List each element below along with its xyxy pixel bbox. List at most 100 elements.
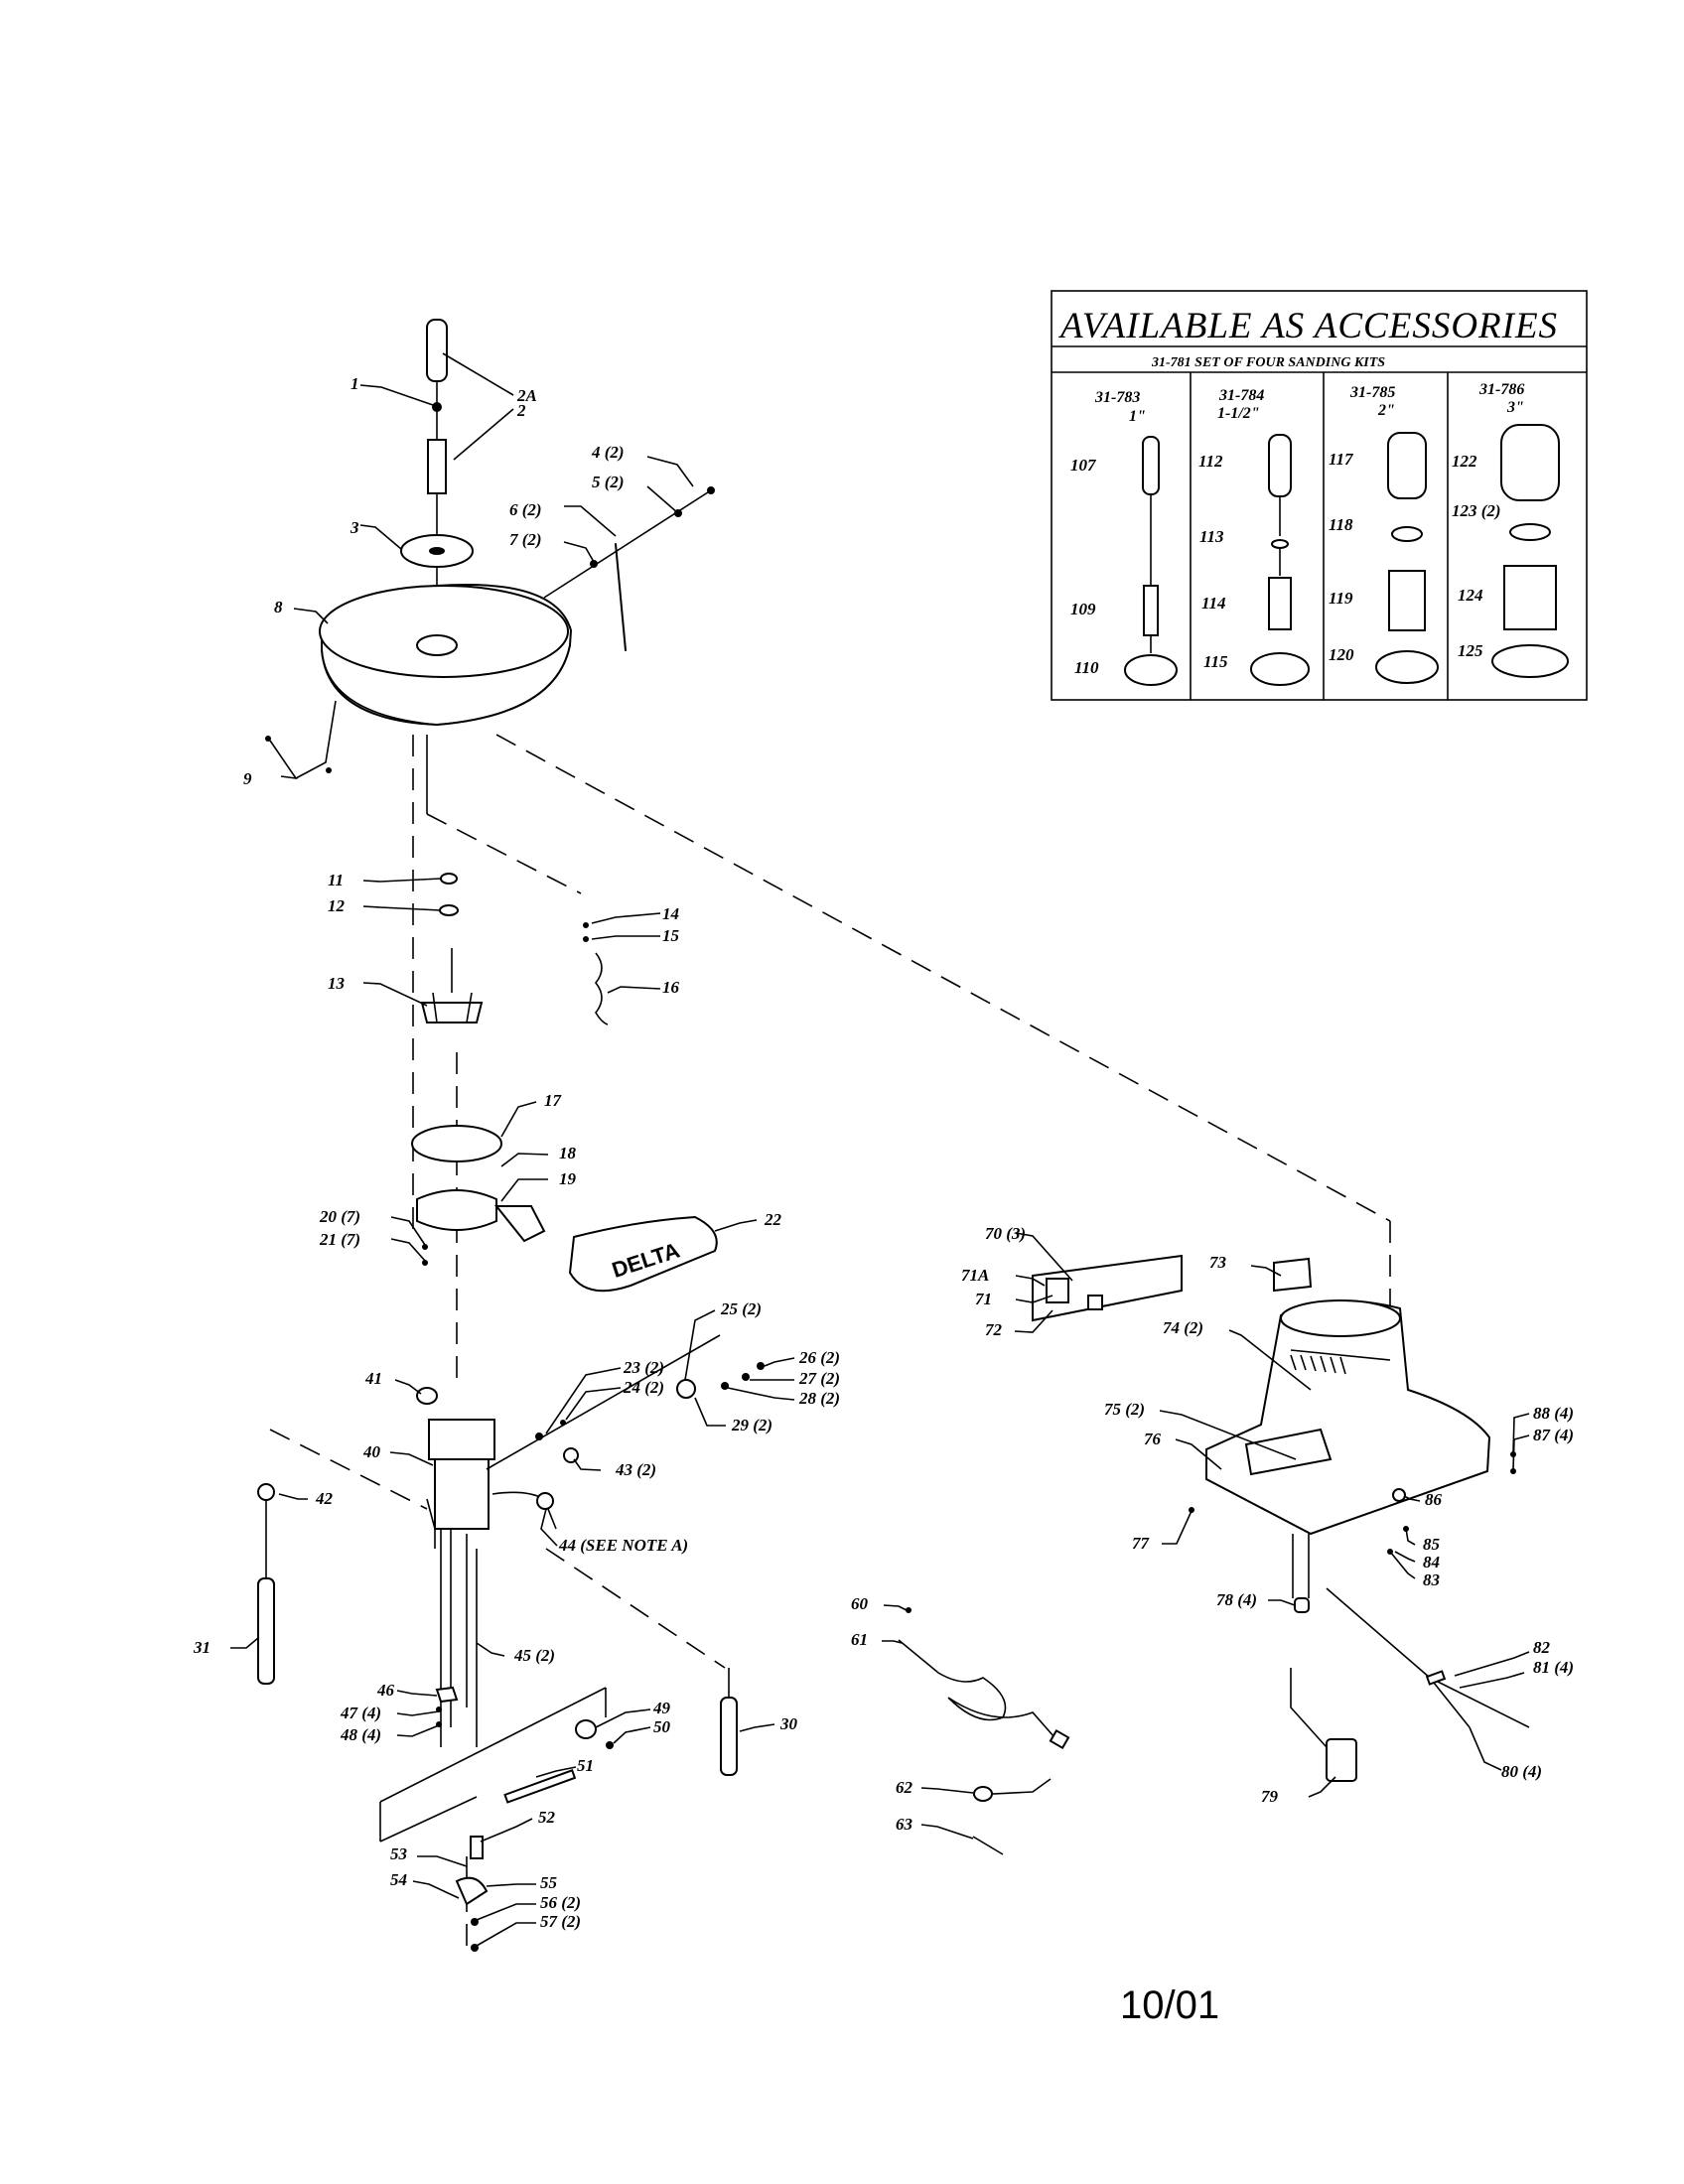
part-label-p8: 8: [274, 598, 283, 616]
part-label-p14: 14: [662, 904, 679, 923]
part-label-1: 123 (2): [1452, 501, 1501, 520]
table-assembly: 1 2A 2 3 4 (2) 5 (2) 6 (2) 7 (2) 8 9: [243, 319, 715, 788]
part-label-1: 113: [1199, 527, 1224, 546]
nut-29: [676, 1379, 696, 1399]
spindle-114: [1268, 577, 1292, 630]
part-label-p49: 49: [652, 1699, 671, 1717]
part-label-p28: 28 (2): [798, 1389, 840, 1408]
cap-41: [416, 1387, 438, 1405]
part-label-p60: 60: [851, 1594, 869, 1613]
part-label-p77: 77: [1132, 1534, 1151, 1553]
label-plate-22: [568, 1215, 718, 1293]
part-label-3: 115: [1203, 652, 1228, 671]
part-label-p2: 2: [516, 401, 526, 420]
part-label-3: 120: [1329, 645, 1354, 664]
spring-16: [594, 952, 609, 1025]
part-label-p76: 76: [1144, 1430, 1162, 1448]
part-label-p53: 53: [390, 1844, 408, 1863]
part-label-p84: 84: [1423, 1553, 1440, 1571]
sanding-drum-112: [1268, 434, 1292, 497]
part-label-p56: 56 (2): [540, 1893, 581, 1912]
motor-top-40: [428, 1419, 495, 1460]
part-label-p57: 57 (2): [540, 1912, 581, 1931]
part-label-p74: 74 (2): [1163, 1318, 1203, 1337]
motor-assembly: 41 40 42 23 (2) 24 (2) 25 (2) 26 (2) 27 …: [193, 1299, 840, 1952]
accessories-box: AVAILABLE AS ACCESSORIES 31-781 SET OF F…: [1051, 290, 1588, 701]
nut-43: [563, 1447, 579, 1463]
fan-disc-115: [1250, 652, 1310, 686]
part-label-3: 125: [1458, 641, 1483, 660]
spring-52: [470, 1836, 484, 1859]
part-label-p50: 50: [653, 1717, 671, 1736]
part-label-p54: 54: [390, 1870, 407, 1889]
kit-size-3: 2": [1377, 402, 1395, 419]
kit-size-1: 1": [1129, 408, 1146, 425]
part-label-p4: 4 (2): [591, 443, 625, 462]
spindle-2: [427, 439, 447, 494]
part-label-0: 117: [1329, 450, 1354, 469]
sanding-drum-107: [1142, 436, 1160, 495]
part-label-p9: 9: [243, 769, 252, 788]
kit-size-4: 3": [1506, 399, 1524, 416]
part-label-2: 110: [1074, 658, 1099, 677]
part-label-p30: 30: [779, 1714, 798, 1733]
part-label-0: 107: [1070, 456, 1097, 475]
impeller-13: [420, 1002, 484, 1024]
revision-date: 10/01: [1120, 1983, 1220, 2027]
part-label-p17: 17: [544, 1091, 563, 1110]
part-label-0: 112: [1198, 452, 1223, 471]
cord-and-tools: 60 61 62 63: [851, 1594, 1070, 1855]
part-label-p47: 47 (4): [340, 1704, 381, 1722]
washer-123: [1509, 523, 1551, 541]
part-label-2: 124: [1458, 586, 1483, 605]
part-label-p18: 18: [559, 1144, 577, 1162]
accessories-subtitle: 31-781 SET OF FOUR SANDING KITS: [1151, 355, 1385, 370]
part-label-p27: 27 (2): [798, 1369, 840, 1388]
ring-125: [1491, 644, 1569, 678]
nut-86: [1392, 1488, 1406, 1502]
motor-body-40: [434, 1458, 490, 1530]
switch-plate-72: [1032, 1254, 1183, 1322]
part-label-p1: 1: [351, 374, 359, 393]
kit-model-3: 31-785: [1349, 384, 1395, 401]
part-label-p79: 79: [1261, 1787, 1279, 1806]
part-label-p72: 72: [985, 1320, 1003, 1339]
part-label-p88: 88 (4): [1533, 1404, 1574, 1423]
screw-50: [606, 1741, 614, 1749]
label-73: [1273, 1257, 1313, 1293]
part-label-p15: 15: [662, 926, 680, 945]
leg-30: [720, 1697, 738, 1776]
part-label-p23: 23 (2): [623, 1358, 664, 1377]
part-label-p19: 19: [559, 1169, 577, 1188]
part-label-p46: 46: [376, 1681, 395, 1700]
power-cord-61: [898, 1639, 1055, 1738]
part-label-p70: 70 (3): [985, 1224, 1026, 1243]
part-label-p52: 52: [538, 1808, 556, 1827]
part-label-p73: 73: [1209, 1253, 1227, 1272]
part-label-p51: 51: [577, 1756, 594, 1775]
part-label-p55: 55: [540, 1873, 558, 1892]
knob-49: [575, 1719, 597, 1739]
part-label-p6: 6 (2): [509, 500, 542, 519]
bracket-82: [1425, 1670, 1447, 1686]
part-label-p78: 78 (4): [1216, 1590, 1257, 1609]
part-label-p62: 62: [896, 1778, 913, 1797]
rod-51: [503, 1769, 577, 1804]
table-link-6: [615, 543, 627, 651]
part-label-p26: 26 (2): [798, 1348, 840, 1367]
part-label-p63: 63: [896, 1815, 913, 1834]
fan-disc-120: [1375, 650, 1439, 684]
sanding-drum-117: [1387, 432, 1427, 499]
kit-size-2: 1-1/2": [1217, 405, 1260, 422]
part-label-p43: 43 (2): [615, 1460, 656, 1479]
fan-disc-110: [1124, 654, 1178, 686]
part-label-2: 119: [1329, 589, 1353, 608]
part-label-p21: 21 (7): [319, 1230, 360, 1249]
part-label-p45: 45 (2): [513, 1646, 555, 1665]
blower-assembly: DELTA 11 12 13 14 15 16 17 18 19 20 (7) …: [319, 871, 782, 1293]
nut-1: [432, 402, 442, 412]
part-label-p24: 24 (2): [623, 1378, 664, 1397]
screw-60: [906, 1607, 912, 1613]
accessories-title: AVAILABLE AS ACCESSORIES: [1057, 306, 1558, 346]
